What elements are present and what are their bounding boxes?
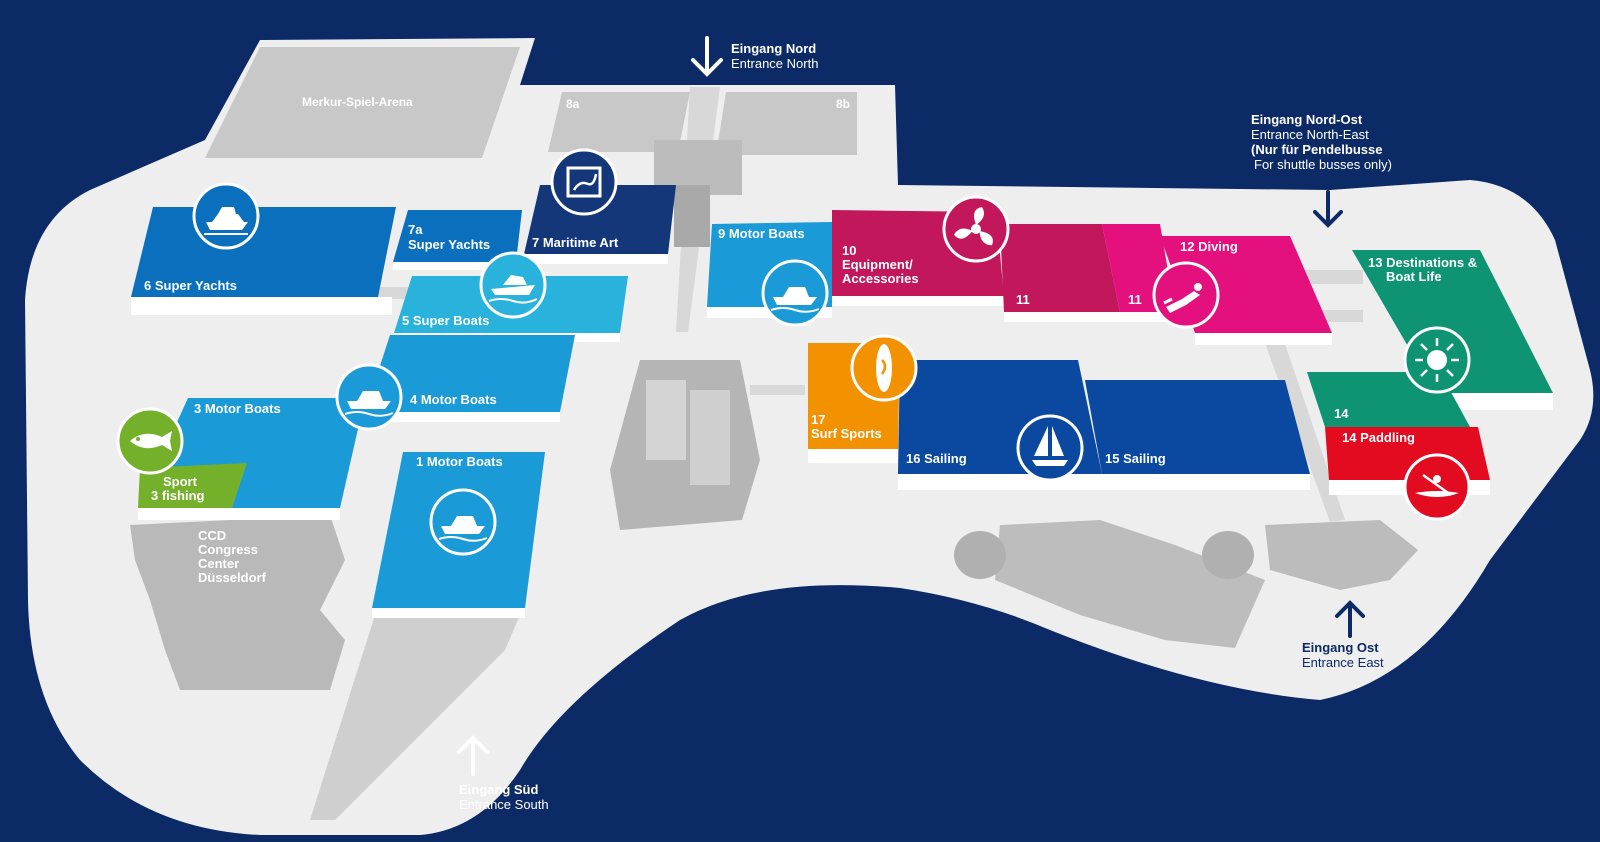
entrance-south[interactable]: Eingang Süd Entrance South <box>457 735 549 812</box>
speedboat-icon <box>479 251 547 319</box>
label-hall-1: 1 Motor Boats <box>416 454 503 469</box>
entrance-northeast-subtitle: Entrance North-East <box>1251 127 1369 142</box>
arrow-up-icon <box>1335 600 1365 638</box>
hall-11[interactable] <box>1000 224 1175 322</box>
label-ccd-line4: Düsseldorf <box>198 570 267 585</box>
label-ccd-line2: Congress <box>198 542 258 557</box>
label-hall-5: 5 Super Boats <box>402 313 489 328</box>
label-ccd-line1: CCD <box>198 528 226 543</box>
label-hall-6: 6 Super Yachts <box>144 278 237 293</box>
motorboat-icon <box>335 363 403 431</box>
label-ccd-line3: Center <box>198 556 239 571</box>
label-hall-9: 9 Motor Boats <box>718 226 805 241</box>
label-hall-3-sport-line1: Sport <box>163 474 198 489</box>
label-hall-7a-line1: 7a <box>408 222 423 237</box>
label-hall-14: 14 <box>1334 406 1349 421</box>
entrance-northeast-note-sub: For shuttle busses only) <box>1254 157 1392 172</box>
entrance-east-subtitle: Entrance East <box>1302 655 1384 670</box>
label-hall-17-line2: Surf Sports <box>811 426 882 441</box>
label-hall-10-line1: 10 <box>842 243 856 258</box>
hall-labels: Merkur-Spiel-Arena 8a 8b 6 Super Yachts … <box>144 95 1477 585</box>
hall-6[interactable] <box>131 207 396 315</box>
label-hall-17-line1: 17 <box>811 412 825 427</box>
entrance-south-title: Eingang Süd <box>459 782 539 797</box>
label-hall-7: 7 Maritime Art <box>532 235 619 250</box>
diver-icon <box>1152 261 1220 329</box>
label-hall-10-line2: Equipment/ <box>842 257 913 272</box>
arrow-up-icon <box>457 735 489 776</box>
entrance-northeast-title: Eingang Nord-Ost <box>1251 112 1363 127</box>
sailboat-icon <box>1016 414 1084 482</box>
label-hall-12: 12 Diving <box>1180 239 1238 254</box>
hall-13[interactable] <box>1352 250 1553 410</box>
motorboat-icon-hall-9 <box>761 259 829 327</box>
label-hall-13-line2: Boat Life <box>1386 269 1442 284</box>
hall-15[interactable] <box>1085 380 1310 490</box>
entrance-east[interactable]: Eingang Ost Entrance East <box>1302 600 1384 670</box>
entrance-northeast[interactable]: Eingang Nord-Ost Entrance North-East (Nu… <box>1251 112 1392 228</box>
hall-4[interactable] <box>365 335 575 422</box>
entrance-northeast-note-title: (Nur für Pendelbusse <box>1251 142 1382 157</box>
fish-icon <box>116 407 184 475</box>
entrance-south-subtitle: Entrance South <box>459 797 549 812</box>
label-hall-7a-line2: Super Yachts <box>408 237 490 252</box>
motorboat-icon-hall-1 <box>429 488 497 556</box>
label-hall-10-line3: Accessories <box>842 271 919 286</box>
yacht-icon <box>192 182 260 250</box>
entrance-north[interactable]: Eingang Nord Entrance North <box>691 36 818 77</box>
label-hall-14-paddling: 14 Paddling <box>1342 430 1415 445</box>
arrow-down-icon <box>691 36 723 77</box>
label-hall-8a: 8a <box>566 97 580 111</box>
kayak-icon <box>1403 453 1471 521</box>
label-hall-8b: 8b <box>836 97 850 111</box>
propeller-icon <box>942 195 1010 263</box>
label-hall-15: 15 Sailing <box>1105 451 1166 466</box>
entrance-east-title: Eingang Ost <box>1302 640 1379 655</box>
entrance-north-subtitle: Entrance North <box>731 56 818 71</box>
label-hall-11a: 11 <box>1016 292 1030 307</box>
label-merkur-spiel-arena: Merkur-Spiel-Arena <box>302 95 413 109</box>
entrance-north-title: Eingang Nord <box>731 41 816 56</box>
label-hall-16: 16 Sailing <box>906 451 967 466</box>
label-hall-4: 4 Motor Boats <box>410 392 497 407</box>
surfboard-icon <box>850 334 918 402</box>
sun-icon <box>1403 326 1471 394</box>
grey-buildings <box>130 47 1418 820</box>
hall-3-sport-fishing[interactable] <box>138 463 247 508</box>
arrow-down-icon <box>1313 190 1343 228</box>
label-hall-11b: 11 <box>1128 292 1142 307</box>
label-hall-13-line1: 13 Destinations & <box>1368 255 1477 270</box>
label-hall-3: 3 Motor Boats <box>194 401 281 416</box>
painting-icon <box>550 148 618 216</box>
label-hall-3-sport-line2: 3 fishing <box>151 488 205 503</box>
